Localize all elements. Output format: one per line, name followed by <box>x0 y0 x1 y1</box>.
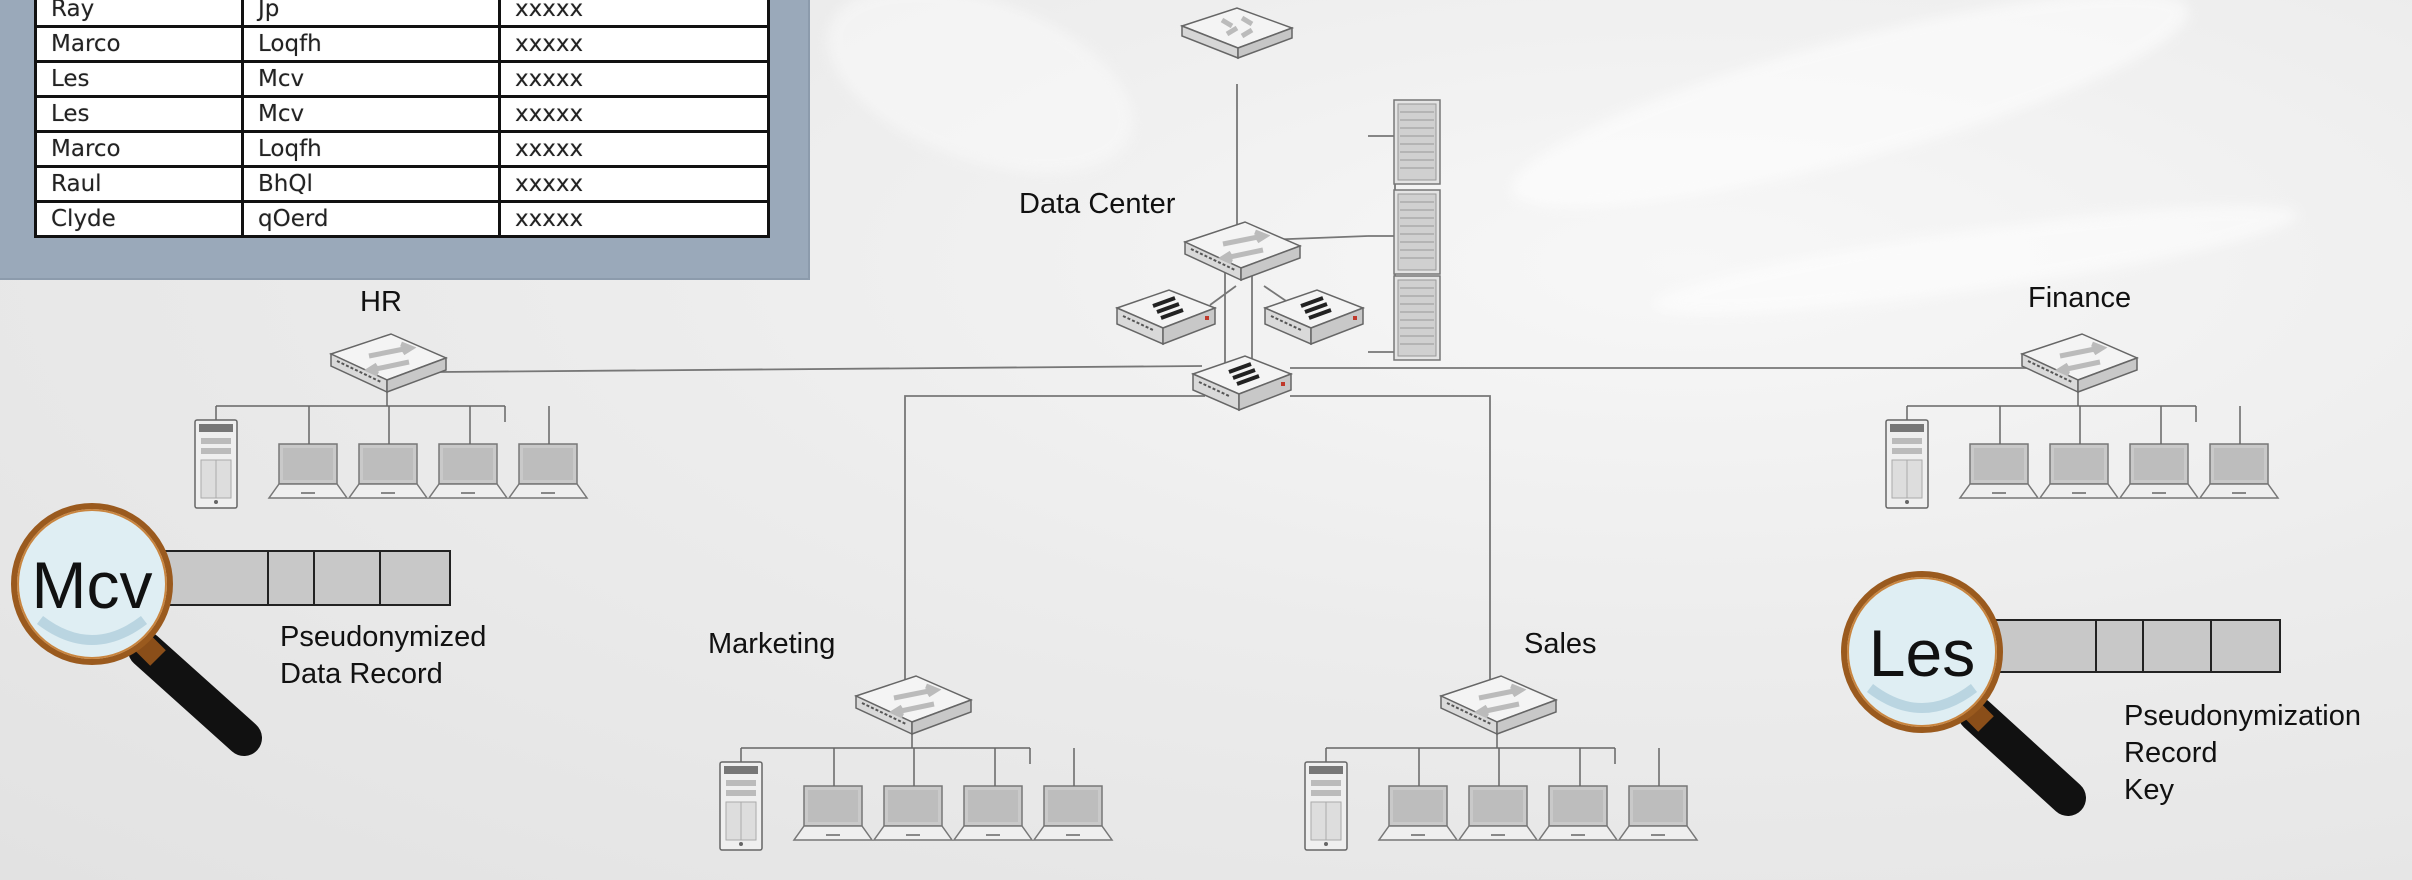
router-icon <box>1182 8 1292 58</box>
table-cell: Raul <box>34 165 244 203</box>
pseudonymized-record-caption: Pseudonymized Data Record <box>280 619 486 693</box>
right-lens-text: Les <box>1868 616 1976 690</box>
table-cell: BhQl <box>241 165 501 203</box>
finance-network-group <box>1886 334 2278 508</box>
table-cell: Loqfh <box>241 25 501 63</box>
firewall-icon <box>1115 288 1217 346</box>
table-cell: Jp <box>241 0 501 28</box>
table-cell: xxxxx <box>498 95 770 133</box>
magnifier-handle-icon <box>128 632 262 756</box>
table-cell: xxxxx <box>498 25 770 63</box>
table-cell: Marco <box>34 25 244 63</box>
finance-label: Finance <box>2028 282 2132 314</box>
table-cell: Ray <box>34 0 244 28</box>
table-cell: Clyde <box>34 200 244 238</box>
marketing-label: Marketing <box>708 628 836 660</box>
network-cabling <box>439 84 2086 684</box>
table-cell: Marco <box>34 130 244 168</box>
magnifier-lens-icon <box>11 503 173 665</box>
pseudonymization-key-caption: Pseudonymization Record Key <box>2124 698 2361 809</box>
table-cell: Mcv <box>241 95 501 133</box>
table-cell: xxxxx <box>498 0 770 28</box>
table-cell: xxxxx <box>498 165 770 203</box>
table-cell: qOerd <box>241 200 501 238</box>
marketing-network-group <box>720 676 1112 850</box>
distribution-switch-icon <box>1191 354 1293 412</box>
hr-network-group <box>195 334 587 508</box>
caption-line: Pseudonymization <box>2124 700 2361 732</box>
table-cell: Mcv <box>241 60 501 98</box>
table-cell: Les <box>34 60 244 98</box>
magnifier-lens-icon <box>1841 571 2003 733</box>
data-center-label: Data Center <box>1019 188 1176 220</box>
table-cell: Loqfh <box>241 130 501 168</box>
table-cell: Les <box>34 95 244 133</box>
table-cell: xxxxx <box>498 200 770 238</box>
hr-label: HR <box>360 286 402 318</box>
left-lens-text: Mcv <box>31 548 153 622</box>
sales-network-group <box>1305 676 1697 850</box>
caption-line: Key <box>2124 774 2174 806</box>
caption-line: Data Record <box>280 658 443 690</box>
caption-line: Pseudonymized <box>280 621 487 653</box>
pseudonymization-key-bar <box>1987 619 2281 673</box>
server-rack-icon <box>1393 99 1441 361</box>
sales-label: Sales <box>1524 628 1597 660</box>
firewall-icon <box>1263 288 1365 346</box>
table-cell: xxxxx <box>498 60 770 98</box>
core-switch-icon <box>1185 222 1300 280</box>
magnifier-handle-icon <box>1958 696 2086 816</box>
table-cell: xxxxx <box>498 130 770 168</box>
caption-line: Record <box>2124 737 2218 769</box>
pseudonymized-record-bar <box>159 550 451 606</box>
